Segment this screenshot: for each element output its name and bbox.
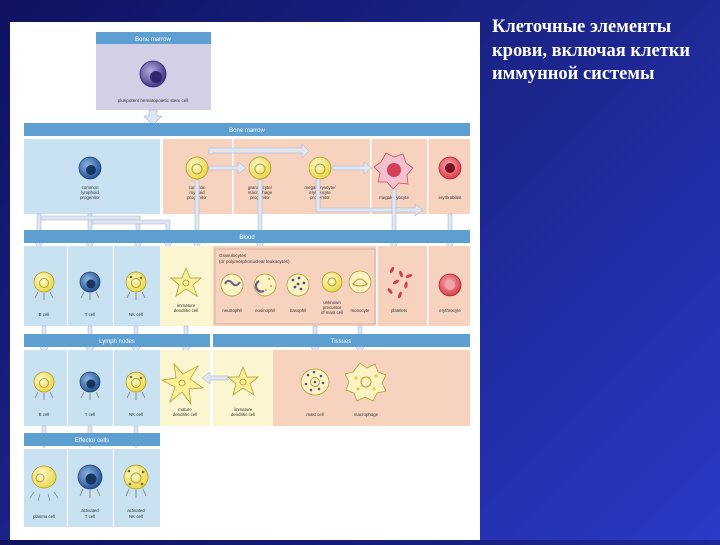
- svg-text:NK cell: NK cell: [129, 412, 143, 417]
- svg-text:B cell: B cell: [39, 412, 50, 417]
- erythroblast: erythroblast: [439, 156, 463, 200]
- svg-text:platelets: platelets: [391, 308, 408, 313]
- hematopoiesis-diagram: Bone marrow pluripotent hematopoietic st…: [24, 32, 470, 527]
- arrow-myeloid-to-gm: [208, 161, 247, 175]
- panel-label-lymph-nodes: Lymph nodes: [99, 339, 135, 345]
- granulocytes-label: Granulocytes(or polymorphonuclear leukoc…: [219, 253, 290, 264]
- stem-cell-label: pluripotent hematopoietic stem cell: [118, 98, 189, 103]
- blood-basophil: basophil: [286, 273, 310, 313]
- svg-text:monocyte: monocyte: [350, 308, 370, 313]
- svg-text:T cell: T cell: [85, 312, 95, 317]
- lymph-b-cell: B cell: [33, 371, 55, 417]
- stem-cell-panel: Bone marrow pluripotent hematopoietic st…: [96, 32, 211, 110]
- blood-nk-cell: NK cell: [125, 271, 147, 317]
- svg-text:macrophage: macrophage: [354, 412, 379, 417]
- blood-t-cell: T cell: [79, 271, 101, 317]
- hematopoiesis-figure: Bone marrow pluripotent hematopoietic st…: [10, 22, 480, 540]
- svg-text:T cell: T cell: [85, 412, 95, 417]
- svg-text:B cell: B cell: [39, 312, 50, 317]
- arrow-me-to-megakaryocyte: [331, 161, 373, 175]
- svg-text:NK cell: NK cell: [129, 312, 143, 317]
- tissue-macrophage: macrophage: [344, 362, 387, 417]
- slide-title: Клеточные элементы крови, включая клетки…: [492, 17, 691, 84]
- progenitor-label: erythroblast: [439, 195, 463, 200]
- svg-text:plasma cell: plasma cell: [33, 514, 55, 519]
- svg-text:mast cell: mast cell: [306, 412, 323, 417]
- panel-label-tissues: Tissues: [331, 339, 351, 345]
- stem-cell: [139, 60, 167, 88]
- effector-plasma-cell: plasma cell: [29, 465, 59, 519]
- svg-text:erythrocyte: erythrocyte: [439, 308, 461, 313]
- blood-b-cell: B cell: [33, 271, 55, 317]
- tissue-mast-cell: mast cell: [300, 368, 330, 417]
- arrow-tissue-to-lymph-dc: [201, 371, 229, 385]
- progenitor-label: megakaryocyte/erythrocyteprogenitor: [305, 185, 337, 200]
- arrow-myeloid-to-me: [208, 143, 310, 159]
- blood-eosinophil: eosinophil: [253, 273, 277, 313]
- panel-label-marrow-top: Bone marrow: [135, 37, 171, 43]
- svg-text:neutrophil: neutrophil: [222, 308, 241, 313]
- lymph-t-cell: T cell: [79, 371, 101, 417]
- svg-text:basophil: basophil: [290, 308, 306, 313]
- blood-monocyte: monocyte: [348, 270, 372, 313]
- blood-neutrophil: neutrophil: [220, 273, 244, 313]
- arrow-stem-to-marrow: [143, 109, 163, 126]
- panel-label-blood: Blood: [239, 235, 254, 241]
- blood-platelets: platelets: [387, 266, 413, 313]
- panel-label-effector: Effector cells: [75, 438, 109, 444]
- svg-text:eosinophil: eosinophil: [255, 308, 275, 313]
- blood-erythrocyte: erythrocyte: [438, 273, 461, 313]
- lymph-nk-cell: NK cell: [125, 371, 147, 417]
- panel-label-marrow-band: Bone marrow: [229, 128, 265, 134]
- arrow-me-to-erythroblast: [315, 178, 424, 217]
